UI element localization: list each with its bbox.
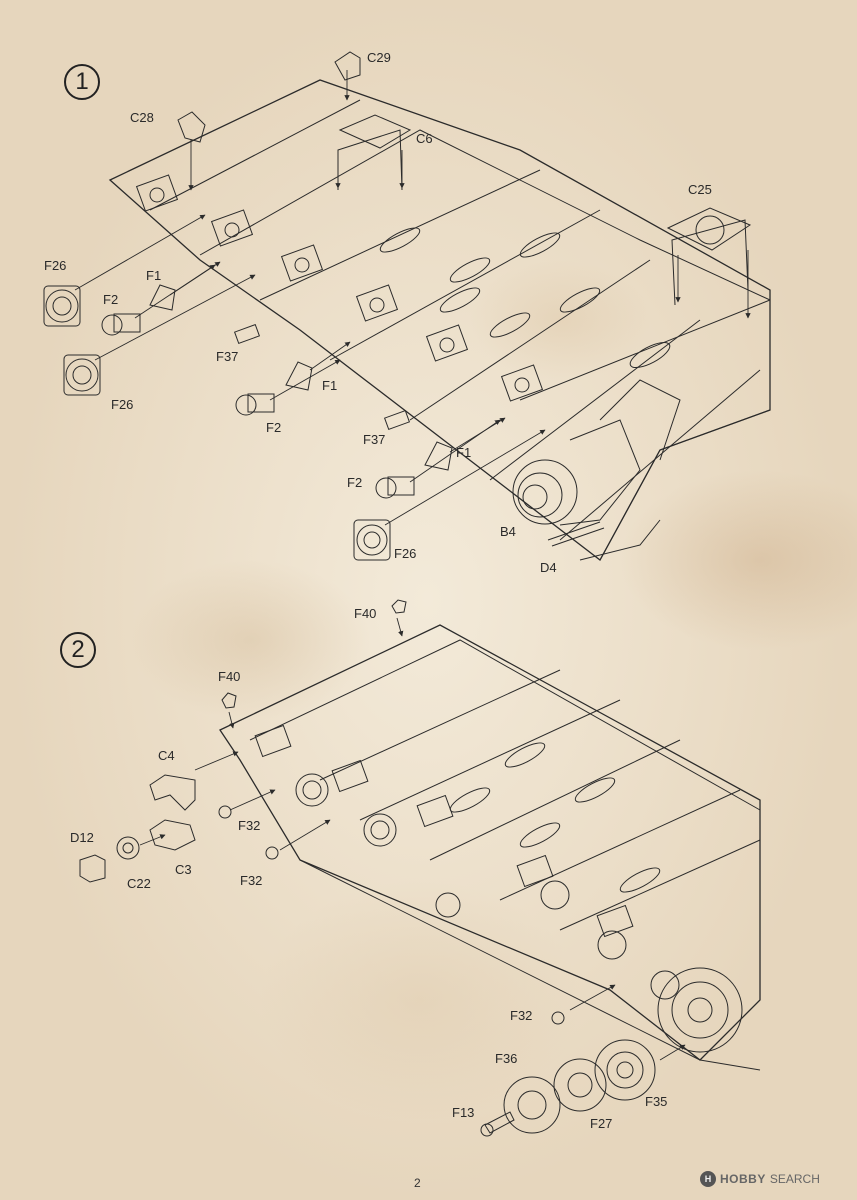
label-f1-2: F1 bbox=[322, 378, 338, 393]
label-c4: C4 bbox=[158, 748, 175, 763]
label-f32-3: F32 bbox=[510, 1008, 533, 1023]
label-c25: C25 bbox=[688, 182, 712, 197]
logo-brand: HOBBY bbox=[720, 1172, 766, 1186]
parts-step2 bbox=[79, 599, 656, 1137]
label-f2-1: F2 bbox=[103, 292, 119, 307]
label-f2-2: F2 bbox=[266, 420, 282, 435]
label-f37-1: F37 bbox=[216, 349, 239, 364]
leaders-step2 bbox=[139, 617, 686, 1061]
label-c28: C28 bbox=[130, 110, 154, 125]
label-f1-3: F1 bbox=[456, 445, 472, 460]
label-f26-2: F26 bbox=[111, 397, 134, 412]
label-f37-2: F37 bbox=[363, 432, 386, 447]
label-f26-1: F26 bbox=[44, 258, 67, 273]
parts-step1 bbox=[43, 51, 641, 561]
label-c22: C22 bbox=[127, 876, 151, 891]
label-f32-2: F32 bbox=[240, 873, 263, 888]
leaders-step1 bbox=[74, 70, 751, 526]
label-f26-3: F26 bbox=[394, 546, 417, 561]
hull-step1 bbox=[108, 79, 771, 561]
label-c3: C3 bbox=[175, 862, 192, 877]
label-f40-2: F40 bbox=[218, 669, 241, 684]
hull-step2 bbox=[219, 624, 761, 1071]
label-d12: D12 bbox=[70, 830, 94, 845]
label-f27: F27 bbox=[590, 1116, 613, 1131]
logo-suffix: SEARCH bbox=[769, 1172, 820, 1186]
label-d4: D4 bbox=[540, 560, 557, 575]
label-b4: B4 bbox=[500, 524, 516, 539]
step-number-1: 1 bbox=[64, 64, 100, 100]
label-f2-3: F2 bbox=[347, 475, 363, 490]
label-c29: C29 bbox=[367, 50, 391, 65]
page-number: 2 bbox=[414, 1176, 421, 1190]
logo-icon: H bbox=[700, 1171, 716, 1187]
label-c6: C6 bbox=[416, 131, 433, 146]
watermark-logo: H HOBBY SEARCH bbox=[700, 1171, 820, 1187]
label-f13: F13 bbox=[452, 1105, 475, 1120]
label-f35: F35 bbox=[645, 1094, 668, 1109]
label-f1-1: F1 bbox=[146, 268, 162, 283]
step-number-2: 2 bbox=[60, 632, 96, 668]
label-f32-1: F32 bbox=[238, 818, 261, 833]
label-f36: F36 bbox=[495, 1051, 518, 1066]
label-f40-1: F40 bbox=[354, 606, 377, 621]
